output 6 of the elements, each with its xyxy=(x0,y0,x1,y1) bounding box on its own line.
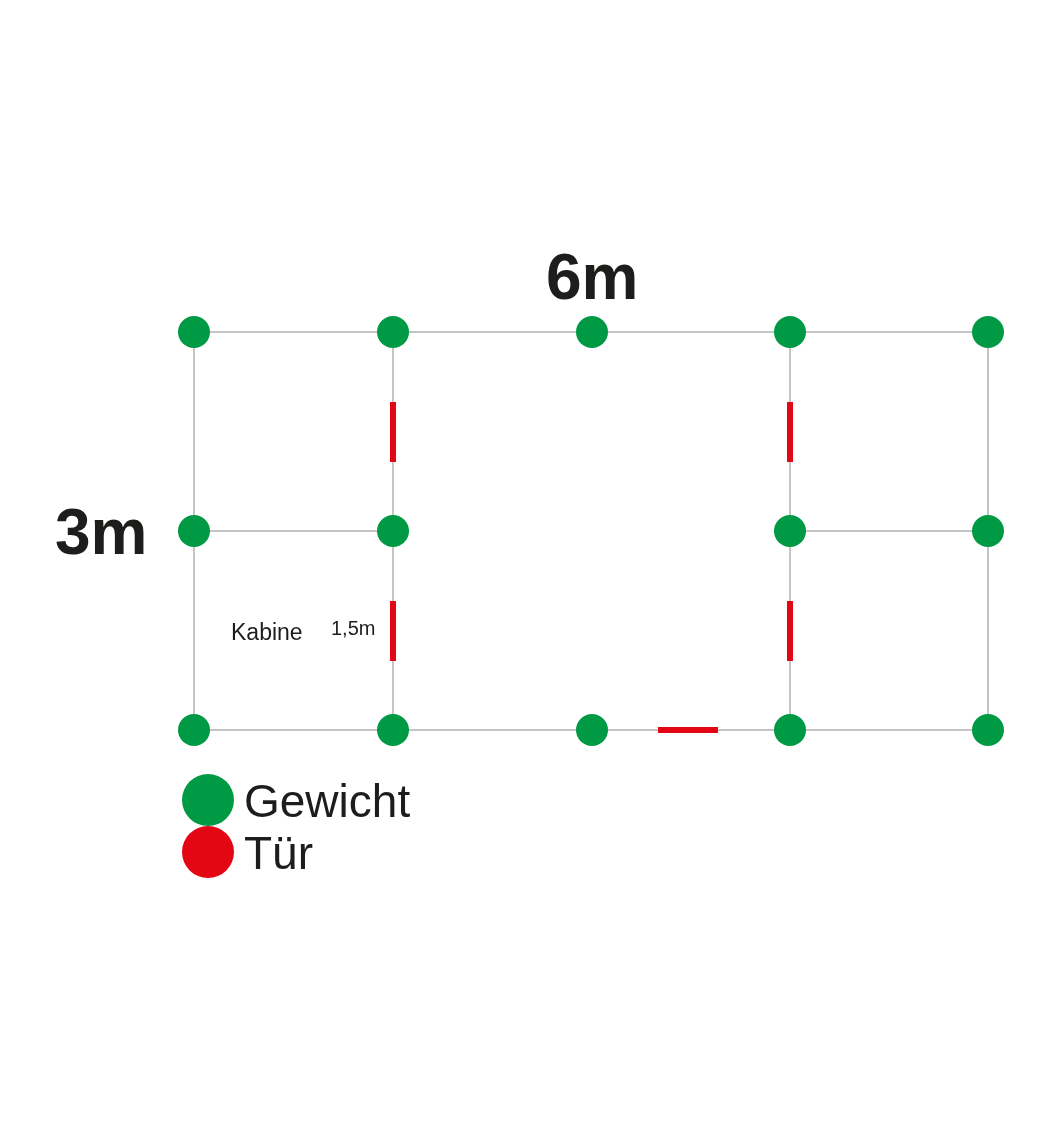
depth-dimension: 3m xyxy=(55,500,148,564)
room-label: Kabine xyxy=(231,621,303,644)
room-dimension: 1,5m xyxy=(331,618,376,638)
legend-label: Tür xyxy=(244,830,313,876)
width-dimension: 6m xyxy=(546,245,639,309)
legend-label: Gewicht xyxy=(244,778,411,824)
